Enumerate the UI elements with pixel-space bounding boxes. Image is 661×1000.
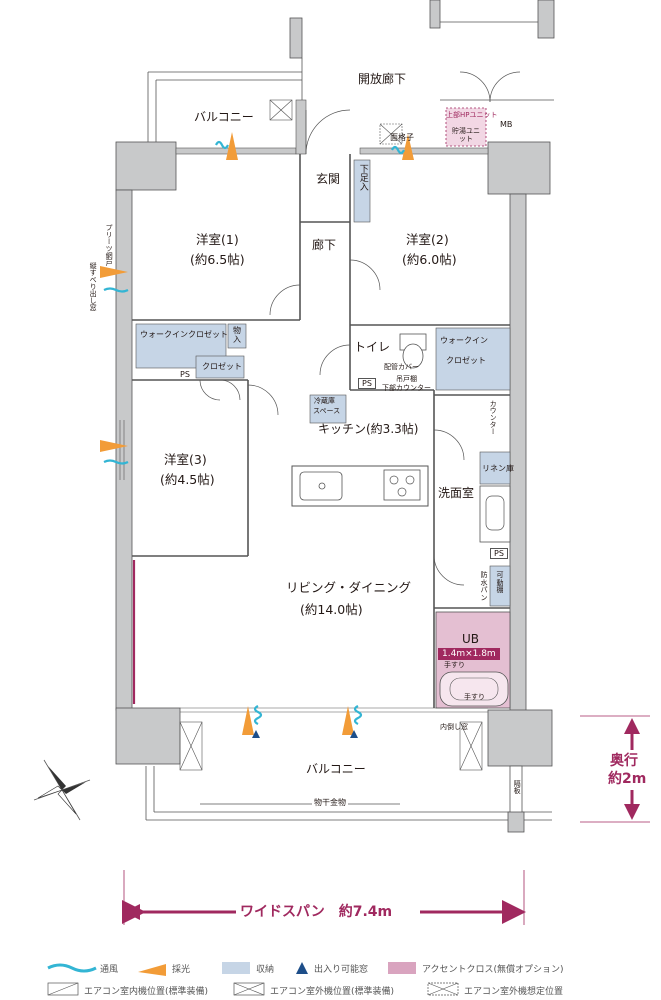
inner-window-label: 内倒し窓	[440, 723, 468, 731]
clothes-hanger-label: 物干金物	[312, 798, 348, 808]
western2-size: (約6.0帖)	[402, 252, 457, 267]
daylight-markers	[100, 132, 414, 735]
genkan-label: 玄関	[316, 172, 341, 186]
shoes-storage-label: 下足入	[357, 164, 368, 191]
legend-ventilation: 通風	[100, 965, 119, 975]
storage-areas	[135, 159, 511, 607]
washroom-label: 洗面室	[438, 486, 475, 500]
fridge-label-b: スペース	[313, 407, 341, 415]
open-corridor-label: 開放廊下	[358, 72, 407, 86]
legend-ac-outdoor-planned: エアコン室外機想定位置	[464, 987, 564, 997]
legend-storage: 収納	[256, 965, 275, 975]
legend-accent-cloth: アクセントクロス(無償オプション)	[422, 965, 564, 975]
kitchen-label: キッチン(約3.3帖)	[318, 422, 419, 436]
ub-label: UB	[462, 632, 480, 646]
western3-label: 洋室(3)	[164, 452, 207, 467]
balcony-bottom-label: バルコニー	[306, 762, 366, 776]
lower-counter-label: 下部カウンター	[382, 384, 431, 392]
toilet-label: トイレ	[354, 340, 391, 354]
ps3-label: PS	[490, 548, 508, 560]
width-span-label: ワイドスパン 約7.4m	[240, 904, 393, 920]
hanging-cabinet-label: 吊戸棚	[396, 375, 417, 383]
kitchen-island	[291, 465, 429, 507]
storage-label: 物入	[233, 326, 241, 345]
hp-unit-label: 上部HPユニット	[446, 111, 498, 119]
corridor-label: 廊下	[312, 238, 337, 252]
ventilation-markers	[103, 140, 405, 725]
partition-label: 隔板	[513, 780, 522, 794]
movable-shelf-label: 可動棚	[496, 571, 504, 595]
walkin1-label: ウォークインクロゼット	[140, 330, 228, 339]
door-swings	[199, 71, 521, 586]
walkin2-label-b: クロゼット	[446, 356, 486, 365]
pipe-cover-label: 配管カバー	[384, 363, 419, 371]
pleat-screen-label: プリーツ網戸	[105, 224, 114, 266]
water-heater-label: 貯湯ユニット	[452, 127, 480, 143]
fridge-label-a: 冷蔵庫	[314, 397, 335, 405]
depth-label: 奥行	[610, 753, 638, 769]
windows	[119, 420, 488, 713]
hp-unit-box	[445, 107, 487, 147]
compass	[33, 759, 91, 821]
entry-window-markers	[252, 730, 358, 738]
linen-label: リネン庫	[482, 464, 514, 473]
legend-ac-outdoor: エアコン室外機位置(標準装備)	[270, 987, 395, 997]
bathroom-unit	[435, 611, 511, 709]
ps2-label: PS	[358, 378, 376, 390]
menkoshi-label: 面格子	[390, 133, 414, 142]
interior-walls	[132, 154, 510, 708]
handrail1-label: 手すり	[444, 661, 465, 669]
legend-entry-window: 出入り可能窓	[314, 965, 369, 975]
legend-swatches	[47, 962, 459, 996]
legend-daylight: 採光	[172, 965, 191, 975]
depth-value: 約2m	[608, 771, 647, 787]
vertical-window-label: 縦すべり出し窓	[89, 262, 98, 311]
closet-label: クロゼット	[202, 362, 242, 371]
bottom-balcony	[145, 765, 552, 833]
living-label: リビング・ダイニング	[286, 580, 412, 595]
balcony-top-label: バルコニー	[194, 110, 254, 124]
living-size: (約14.0帖)	[300, 602, 363, 617]
western1-size: (約6.5帖)	[190, 252, 245, 267]
counter-label: カウンター	[489, 400, 498, 435]
walkin2-label-a: ウォークイン	[440, 336, 488, 345]
mb-label: MB	[500, 120, 513, 129]
ps1-label: PS	[180, 370, 190, 379]
western3-size: (約4.5帖)	[160, 472, 215, 487]
depth-dimension	[580, 715, 650, 823]
upper-structure	[147, 0, 555, 142]
width-dimension	[122, 870, 526, 925]
ac-outdoor-units	[179, 99, 483, 771]
legend-ac-indoor: エアコン室内機位置(標準装備)	[84, 987, 209, 997]
waterproof-pan-label: 防水パン	[480, 571, 488, 603]
ub-size-badge: 1.4m×1.8m	[438, 648, 500, 660]
western2-label: 洋室(2)	[406, 232, 449, 247]
western1-label: 洋室(1)	[196, 232, 239, 247]
handrail2-label: 手すり	[464, 693, 485, 701]
wash-basin	[479, 485, 511, 543]
toilet-fixture	[399, 333, 427, 369]
